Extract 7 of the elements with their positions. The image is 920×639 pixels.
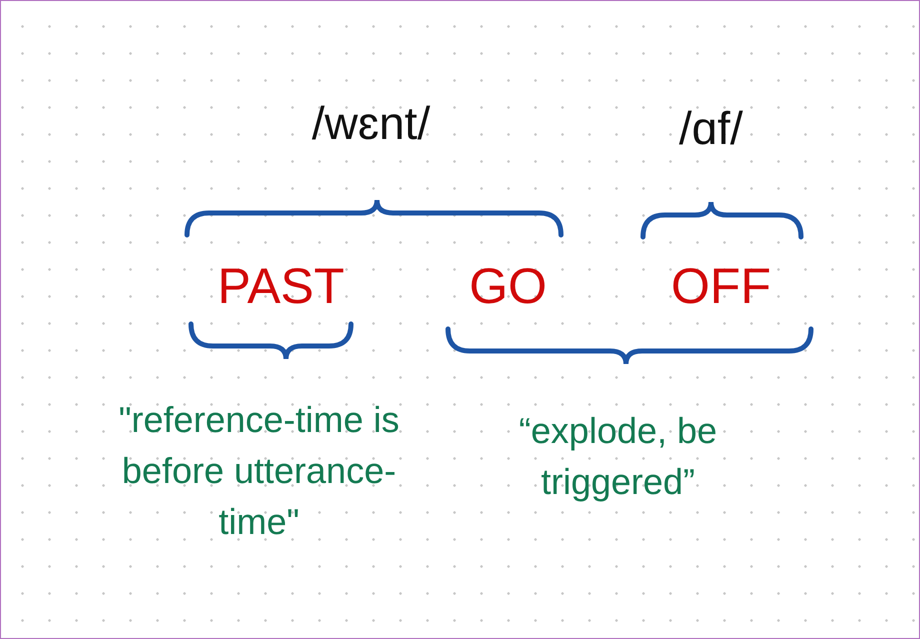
morpheme-label: GO [469,257,547,315]
phonetic-transcription: /ɑf/ [679,101,743,155]
gloss-text: “explode, be triggered” [518,409,718,504]
phonetic-transcription: /wɛnt/ [312,96,430,150]
morpheme-label: OFF [671,257,771,315]
morpheme-label: PAST [218,257,344,315]
gloss-text: "reference-time is before utterance-time" [118,398,400,544]
